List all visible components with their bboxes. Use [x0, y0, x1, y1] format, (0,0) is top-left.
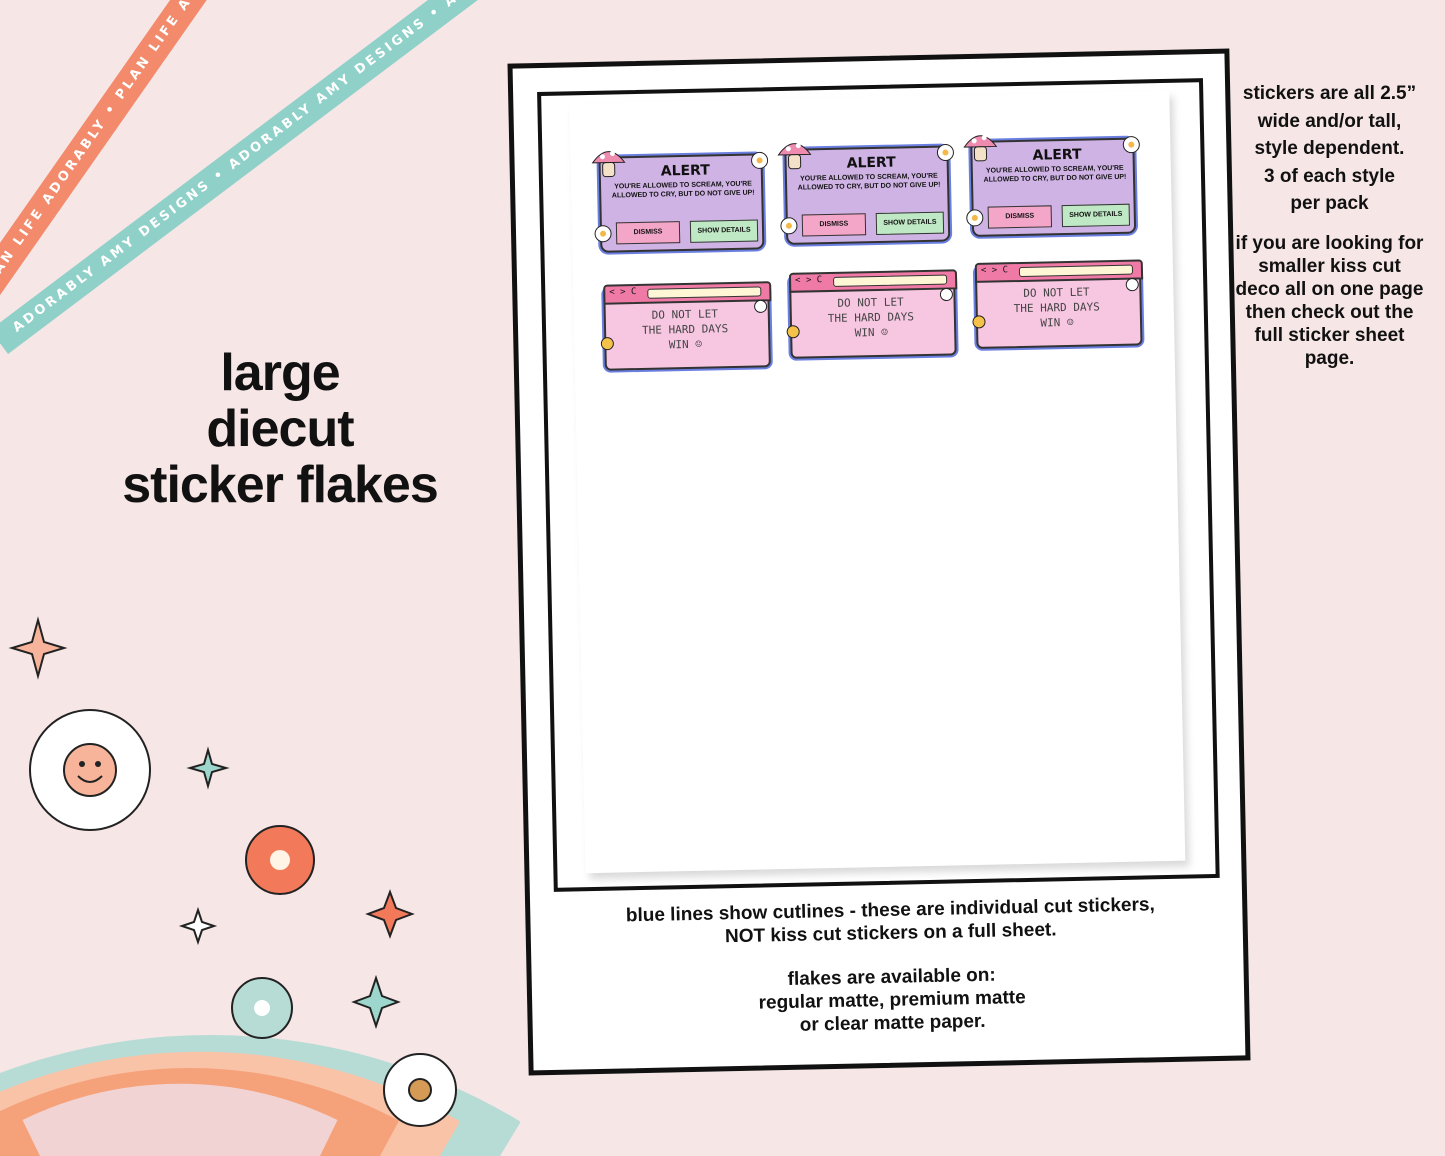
smiley-icon — [600, 337, 614, 351]
alert-message: YOU'RE ALLOWED TO SCREAM, YOU'RE ALLOWED… — [611, 180, 755, 200]
daisy-icon — [780, 217, 798, 235]
white-flower-icon — [383, 1053, 457, 1127]
kisscut-note-line: if you are looking for — [1235, 233, 1424, 254]
teal-flower-icon — [231, 977, 293, 1039]
alert-message: YOU'RE ALLOWED TO SCREAM, YOU'RE ALLOWED… — [983, 164, 1127, 184]
kisscut-note: if you are looking for smaller kiss cut … — [1222, 232, 1437, 370]
sparkle-icon-2 — [186, 746, 230, 790]
daisy-icon — [751, 151, 769, 169]
quote-line-2: THE HARD DAYS — [1013, 300, 1100, 316]
product-title: large diecut sticker flakes — [110, 345, 450, 513]
title-line-3: sticker flakes — [122, 456, 439, 514]
sticker-sheet: ALERT YOU'RE ALLOWED TO SCREAM, YOU'RE A… — [569, 90, 1186, 874]
show-details-label: SHOW DETAILS — [1061, 203, 1131, 228]
size-note: stickers are all 2.5” wide and/or tall, … — [1222, 80, 1437, 218]
browser-nav-icon: < > C — [609, 287, 637, 298]
address-bar — [1018, 264, 1134, 278]
sheet-preview-border: ALERT YOU'RE ALLOWED TO SCREAM, YOU'RE A… — [537, 78, 1220, 892]
address-bar — [833, 274, 948, 287]
alert-message: YOU'RE ALLOWED TO SCREAM, YOU'RE ALLOWED… — [797, 172, 941, 192]
window-sticker: < > C DO NOT LET THE HARD DAYS WIN ☺ — [785, 259, 958, 369]
show-details-label: SHOW DETAILS — [875, 211, 945, 235]
size-note-line: 3 of each style — [1264, 165, 1395, 187]
sticker-quote: DO NOT LET THE HARD DAYS WIN ☺ — [1001, 284, 1112, 331]
orange-flower-icon — [245, 825, 315, 895]
quote-line-3: WIN ☺ — [668, 337, 703, 352]
quote-line-3: WIN ☺ — [1040, 315, 1074, 330]
kisscut-note-line: deco all on one page — [1235, 279, 1424, 300]
sparkle-icon-5 — [178, 906, 218, 946]
mushroom-icon — [963, 135, 998, 162]
window-sticker: < > C DO NOT LET THE HARD DAYS WIN ☺ — [599, 271, 772, 381]
mushroom-icon — [777, 143, 812, 170]
daisy-icon — [939, 288, 953, 302]
quote-line-2: THE HARD DAYS — [827, 310, 915, 326]
kisscut-note-line: then check out the — [1245, 302, 1414, 323]
size-note-line: style dependent. — [1254, 138, 1405, 159]
daisy-icon — [754, 299, 768, 313]
smiley-flower-icon — [29, 709, 151, 831]
daisy-icon — [966, 209, 984, 227]
cutline-caption: blue lines show cutlines - these are ind… — [560, 892, 1221, 952]
sticker-quote: DO NOT LET THE HARD DAYS WIN ☺ — [630, 306, 741, 353]
alert-title: ALERT — [660, 162, 710, 180]
sparkle-icon-4 — [351, 974, 401, 1030]
alert-sticker: ALERT YOU'RE ALLOWED TO SCREAM, YOU'RE A… — [591, 143, 769, 253]
paper-caption: flakes are available on: regular matte, … — [562, 959, 1223, 1042]
title-line-1: large — [220, 344, 340, 402]
dismiss-label: DISMISS — [615, 221, 681, 245]
dismiss-label: DISMISS — [801, 213, 867, 237]
browser-nav-icon: < > C — [794, 275, 823, 286]
alert-title: ALERT — [1032, 146, 1082, 164]
quote-line-3: WIN ☺ — [854, 325, 888, 340]
size-note-line: wide and/or tall, — [1257, 110, 1402, 132]
rainbow-illustration — [0, 616, 520, 1156]
mushroom-icon — [591, 150, 626, 178]
browser-nav-icon: < > C — [980, 265, 1009, 276]
smiley-icon — [786, 325, 800, 339]
kisscut-note-line: page. — [1304, 348, 1355, 369]
kisscut-note-line: smaller kiss cut — [1258, 256, 1401, 277]
daisy-icon — [1122, 136, 1140, 154]
alert-sticker: ALERT YOU'RE ALLOWED TO SCREAM, YOU'RE A… — [963, 128, 1140, 238]
sticker-quote: DO NOT LET THE HARD DAYS WIN ☺ — [815, 294, 926, 341]
sparkle-icon — [8, 616, 68, 680]
size-note-line: per pack — [1290, 193, 1369, 214]
title-line-2: diecut — [206, 400, 354, 458]
dismiss-label: DISMISS — [987, 205, 1053, 229]
sparkle-icon-3 — [365, 889, 415, 939]
alert-title: ALERT — [846, 154, 896, 172]
daisy-icon — [1125, 278, 1139, 292]
window-sticker: < > C DO NOT LET THE HARD DAYS WIN ☺ — [971, 249, 1144, 359]
alert-sticker: ALERT YOU'RE ALLOWED TO SCREAM, YOU'RE A… — [777, 135, 954, 245]
size-note-line: stickers are all 2.5” — [1242, 83, 1417, 104]
kisscut-note-line: full sticker sheet — [1254, 325, 1405, 346]
product-preview-frame: ALERT YOU'RE ALLOWED TO SCREAM, YOU'RE A… — [507, 48, 1251, 1076]
daisy-icon — [594, 225, 612, 243]
smiley-icon — [972, 315, 986, 329]
show-details-label: SHOW DETAILS — [689, 219, 759, 243]
daisy-icon — [936, 144, 954, 162]
quote-line-2: THE HARD DAYS — [641, 322, 729, 337]
address-bar — [647, 286, 762, 299]
